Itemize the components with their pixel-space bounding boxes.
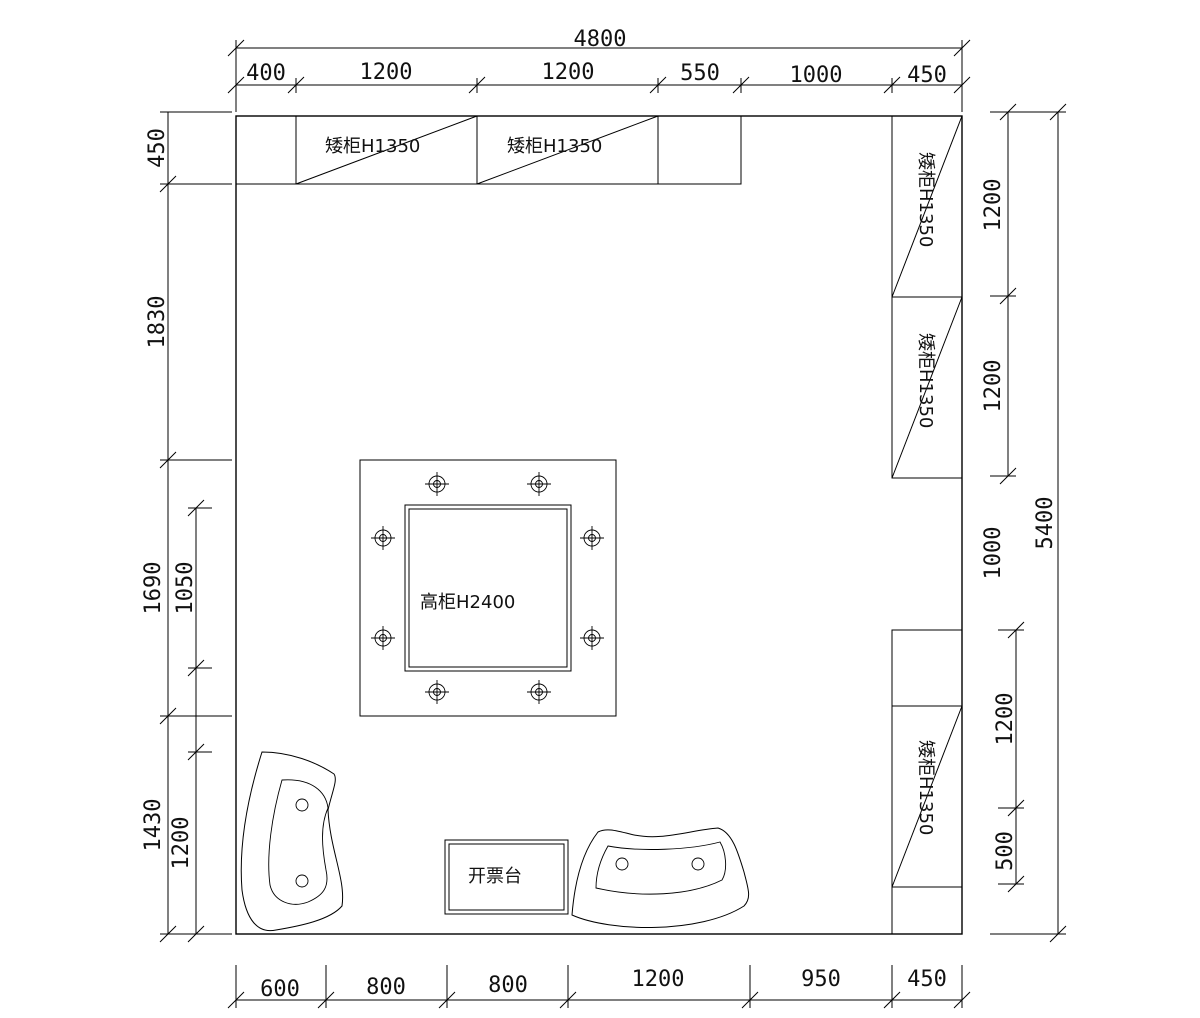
dim-top-total: 4800: [574, 27, 627, 52]
dim-bottom-600: 600: [260, 977, 300, 1002]
dim-left-1050: 1050: [173, 562, 198, 615]
ticket-desk: [444, 839, 569, 915]
dim-right-1000: 1000: [981, 527, 1006, 580]
dim-top-1000: 1000: [790, 63, 843, 88]
left-dimension-lines: [159, 111, 232, 943]
dim-right-1200b: 1200: [981, 360, 1006, 413]
dim-top-400: 400: [246, 61, 286, 86]
dim-left-1430: 1430: [141, 799, 166, 852]
dim-top-550: 550: [680, 61, 720, 86]
dim-left-1690: 1690: [141, 562, 166, 615]
dim-bottom-950: 950: [801, 967, 841, 992]
dim-left-450: 450: [145, 128, 170, 168]
dim-top-1200a: 1200: [360, 60, 413, 85]
dim-right-1200c: 1200: [993, 693, 1018, 746]
dim-left-1830: 1830: [145, 296, 170, 349]
room-outline: [235, 115, 963, 935]
spotlight-icon: [580, 626, 604, 650]
right-cabinet-column: [891, 115, 963, 935]
low-cabinet-top-1-label: 矮柜H1350: [325, 136, 420, 157]
spotlight-group: [371, 472, 604, 704]
spotlight-icon: [527, 680, 551, 704]
ticket-desk-label: 开票台: [468, 866, 522, 887]
dim-bottom-1200: 1200: [632, 967, 685, 992]
spotlight-icon: [371, 526, 395, 550]
tall-cabinet: [359, 459, 617, 717]
low-cabinet-right-1-label: 矮柜H1350: [915, 152, 936, 247]
dim-right-1200a: 1200: [981, 179, 1006, 232]
low-cabinet-right-3-label: 矮柜H1350: [915, 740, 936, 835]
spotlight-icon: [371, 626, 395, 650]
dim-right-500: 500: [993, 831, 1018, 871]
spotlight-icon: [527, 472, 551, 496]
bottom-dimension-lines: [227, 965, 971, 1009]
right-armchair: [571, 827, 750, 928]
top-cabinet-row: [235, 115, 742, 185]
top-dimension-lines: [227, 39, 971, 112]
right-dimension-lines: [990, 103, 1067, 943]
left-armchair: [240, 751, 344, 932]
dim-bottom-800b: 800: [488, 973, 528, 998]
spotlight-icon: [425, 472, 449, 496]
dim-right-total: 5400: [1033, 497, 1058, 550]
dim-bottom-800a: 800: [366, 975, 406, 1000]
spotlight-icon: [580, 526, 604, 550]
dim-bottom-450: 450: [907, 967, 947, 992]
dim-top-1200b: 1200: [542, 60, 595, 85]
dim-left-1200: 1200: [169, 817, 194, 870]
low-cabinet-top-2-label: 矮柜H1350: [507, 136, 602, 157]
dim-top-450: 450: [907, 63, 947, 88]
spotlight-icon: [425, 680, 449, 704]
low-cabinet-right-2-label: 矮柜H1350: [915, 333, 936, 428]
tall-cabinet-label: 高柜H2400: [420, 592, 515, 613]
